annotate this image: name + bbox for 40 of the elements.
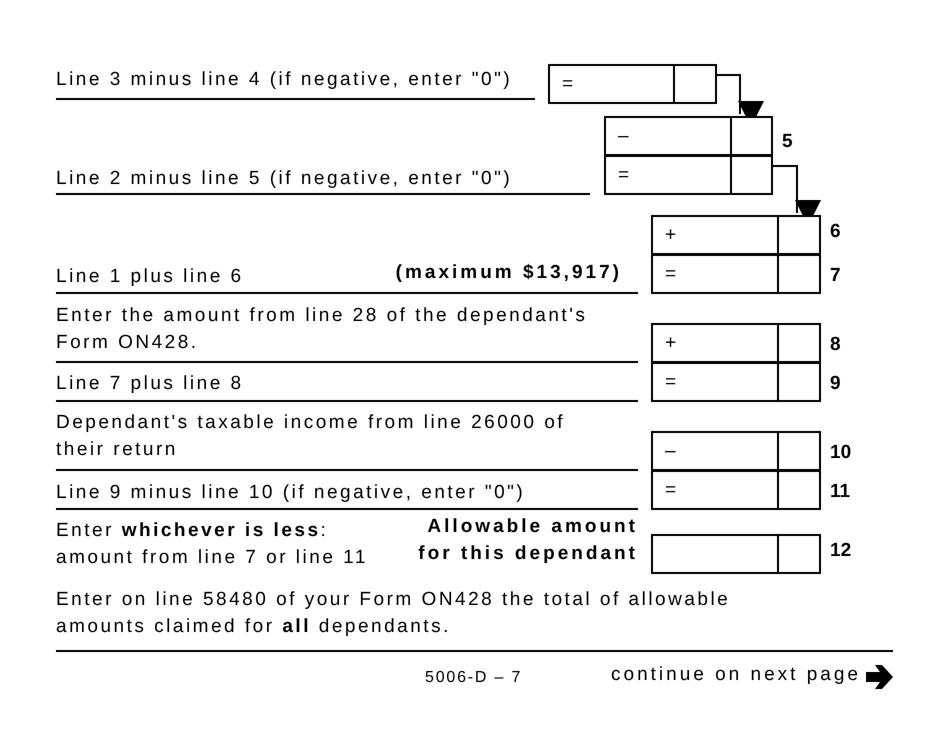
line-description: Dependant's taxable income from line 26000 of their return [56, 411, 566, 462]
amount-field [651, 323, 821, 363]
operator-sign: + [665, 226, 676, 244]
amount-field [651, 534, 821, 574]
line-number: 8 [830, 335, 841, 354]
line-description: Enter on line 58480 of your Form ON428 the total of allowable amounts claimed for all dependants. [56, 588, 732, 639]
operator-sign: = [562, 74, 574, 94]
line-number: 6 [830, 222, 841, 241]
operator-sign: – [618, 126, 629, 146]
operator-sign: = [665, 372, 676, 392]
amount-field [651, 362, 821, 402]
operator-sign: = [665, 480, 676, 500]
amount-field [651, 431, 821, 471]
amount-field [548, 64, 717, 104]
continue-text: continue on next page [611, 663, 861, 687]
amount-field [651, 254, 821, 294]
line-description: Line 2 minus line 5 (if negative, enter "0") [56, 167, 514, 191]
line-number: 10 [830, 443, 852, 462]
line-description: Enter whichever is less: amount from line 7 or line 11 [56, 519, 369, 570]
amount-field [604, 116, 773, 156]
line-number: 5 [782, 132, 793, 151]
note-text: (maximum $13,917) [394, 261, 622, 285]
line-description: Line 3 minus line 4 (if negative, enter "0") [56, 68, 514, 92]
page-number: 5006-D – 7 [425, 668, 524, 688]
line-description: Line 7 plus line 8 [56, 372, 245, 396]
operator-sign: = [665, 264, 676, 284]
amount-field [604, 155, 773, 195]
line-description: Enter the amount from line 28 of the dependant's Form ON428. [56, 304, 588, 355]
line-description: Line 1 plus line 6 [56, 265, 245, 289]
operator-sign: + [665, 334, 676, 352]
line-number: 9 [830, 374, 841, 393]
line-description: Line 9 minus line 10 (if negative, enter "0") [56, 481, 526, 505]
operator-sign: – [665, 442, 676, 460]
amount-field [651, 470, 821, 510]
operator-sign: = [618, 166, 630, 184]
line-number: 12 [830, 541, 852, 560]
note-text: Allowable amount for this dependant [417, 515, 638, 566]
line-number: 7 [830, 266, 841, 285]
amount-field [651, 215, 821, 255]
line-number: 11 [830, 482, 850, 501]
